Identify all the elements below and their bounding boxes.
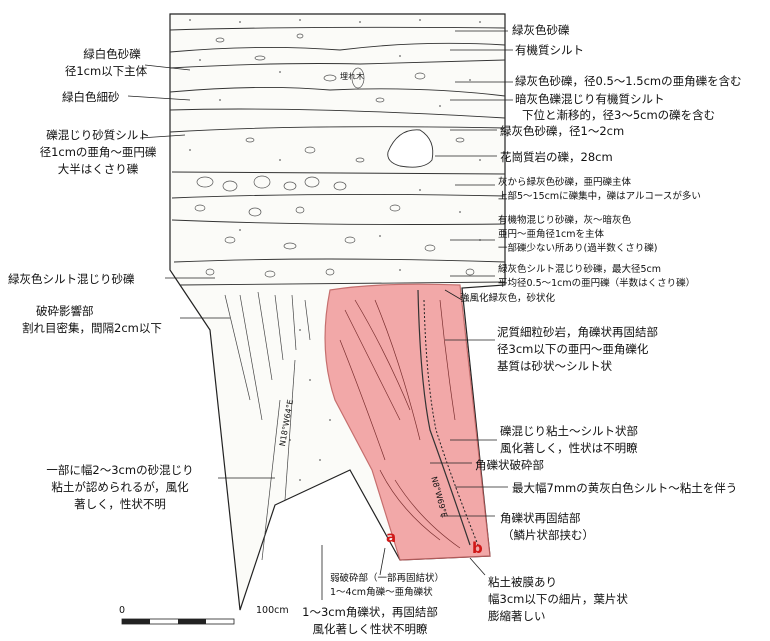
point-a-label: a bbox=[386, 528, 397, 546]
label-right-7: 花崗質岩の礫，28cm bbox=[500, 150, 613, 164]
label-left-5: 径1cmの亜角～亜円礫 bbox=[39, 145, 157, 159]
granite-cobble bbox=[387, 129, 434, 168]
fault-shear-lines bbox=[339, 299, 461, 549]
label-right-small-5: 一部礫少ない所あり(過半数くさり礫) bbox=[498, 243, 658, 254]
label-left-11: 粘土が認められるが，風化 bbox=[51, 480, 189, 494]
label-bottom-2: 1～4cm角礫～亜角礫状 bbox=[330, 587, 433, 598]
label-right-small-8: 強風化緑灰色，砂状化 bbox=[460, 293, 556, 304]
label-right-small-3: 有機物混じり砂礫，灰～暗灰色 bbox=[498, 215, 632, 226]
label-left-9: 割れ目密集，間隔2cm以下 bbox=[22, 321, 162, 335]
label-right-lower-10: 粘土被膜あり bbox=[488, 575, 557, 589]
layer-boundaries bbox=[169, 26, 506, 286]
label-right-lower-9: （鱗片状部挟む） bbox=[502, 528, 594, 542]
label-bottom-3: 1～3cm角礫状，再固結部 bbox=[302, 605, 438, 619]
label-left-12: 著しく，性状不明 bbox=[74, 497, 166, 511]
label-right-lower-1: 泥質細粒砂岩，角礫状再固結部 bbox=[497, 325, 658, 339]
label-right-lower-6: 角礫状破砕部 bbox=[475, 458, 544, 472]
label-left-7: 緑灰色シルト混じり砂礫 bbox=[8, 272, 135, 286]
scale-zero-label: 0 bbox=[119, 605, 126, 616]
label-right-small-2: 上部5～15cmに礫集中，礫はアルコースが多い bbox=[498, 191, 701, 202]
label-right-lower-5: 風化著しく，性状は不明瞭 bbox=[500, 441, 638, 455]
label-left-8: 破砕影響部 bbox=[36, 304, 94, 318]
gravel-texture bbox=[194, 33, 475, 278]
scale-bar bbox=[121, 618, 235, 625]
label-right-lower-3: 基質は砂状～シルト状 bbox=[497, 359, 612, 373]
label-right-4: 暗灰色礫混じり有機質シルト bbox=[515, 92, 665, 106]
label-right-lower-8: 角礫状再固結部 bbox=[500, 511, 581, 525]
label-right-2: 有機質シルト bbox=[515, 43, 584, 57]
label-left-2: 径1cm以下主体 bbox=[64, 64, 148, 78]
label-right-1: 緑灰色砂礫 bbox=[512, 23, 570, 37]
label-left-3: 緑白色細砂 bbox=[62, 90, 120, 104]
label-right-lower-4: 礫混じり粘土～シルト状部 bbox=[500, 424, 638, 438]
label-right-small-1: 灰から緑灰色砂礫，亜円礫主体 bbox=[498, 177, 632, 188]
point-b-label: b bbox=[472, 539, 483, 557]
label-bottom-4: 風化著しく性状不明瞭 bbox=[312, 622, 428, 636]
label-left-10: 一部に幅2～3cmの砂混じり bbox=[46, 463, 194, 477]
label-right-5: 下位と漸移的，径3～5cmの礫を含む bbox=[522, 108, 716, 122]
label-right-3: 緑灰色砂礫，径0.5～1.5cmの亜角礫を含む bbox=[515, 74, 742, 88]
fracture-lines bbox=[224, 291, 311, 561]
label-right-lower-2: 径3cm以下の亜円～亜角礫化 bbox=[497, 342, 649, 356]
label-left-4: 礫混じり砂質シルト bbox=[46, 128, 150, 142]
fault-gouge-band bbox=[423, 299, 479, 546]
label-left-6: 大半はくさり礫 bbox=[57, 162, 139, 176]
label-right-lower-12: 膨縮著しい bbox=[488, 609, 546, 623]
label-buried-wood: 埋れ木 bbox=[340, 72, 364, 81]
scale-max-label: 100cm bbox=[256, 605, 289, 616]
label-bottom-1: 弱破砕部（一部再固結状） bbox=[330, 573, 445, 584]
label-right-lower-7: 最大幅7mmの黄灰白色シルト～粘土を伴う bbox=[512, 481, 738, 495]
label-right-small-6: 緑灰色シルト混じり砂礫，最大径5cm bbox=[498, 264, 662, 275]
label-right-lower-11: 幅3cm以下の細片，葉片状 bbox=[488, 592, 628, 606]
fault-plane-line bbox=[417, 289, 471, 546]
label-right-6: 緑灰色砂礫，径1～2cm bbox=[500, 124, 625, 138]
label-right-small-4: 亜円～亜角径1cmを主体 bbox=[498, 229, 605, 240]
label-left-1: 緑白色砂礫 bbox=[83, 47, 141, 61]
label-right-small-7: 平均径0.5～1cmの亜円礫（半数はくさり礫） bbox=[498, 278, 696, 289]
leader-lines bbox=[127, 30, 513, 600]
